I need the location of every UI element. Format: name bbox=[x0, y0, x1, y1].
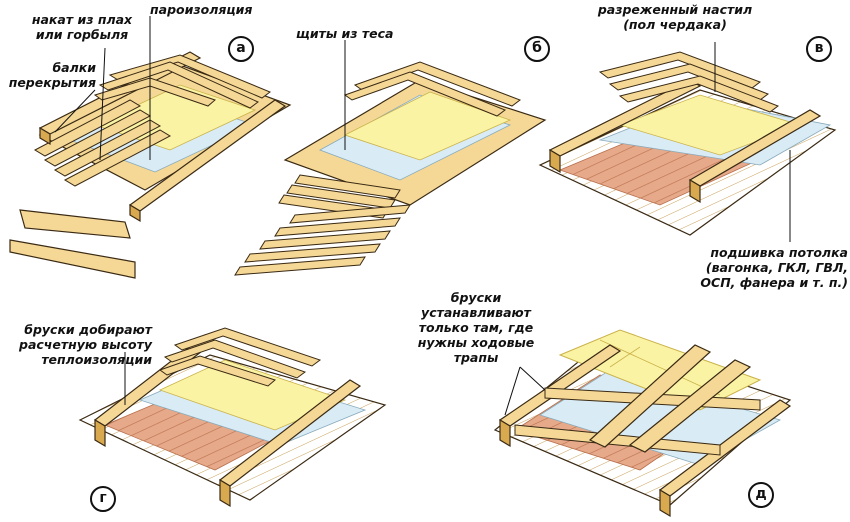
label-bars-g: бруски добирают расчетную высоту теплоиз… bbox=[2, 322, 152, 367]
label-sparse-deck-line1: разреженный настил bbox=[597, 2, 753, 17]
label-bars-g-line2: расчетную высоту bbox=[19, 337, 152, 352]
panel-g bbox=[78, 327, 387, 508]
label-beams-line2: перекрытия bbox=[8, 75, 96, 90]
panel-d-beams bbox=[498, 344, 792, 518]
label-bars-d-line2: устанавливают bbox=[421, 305, 531, 320]
panel-badge-v: в bbox=[806, 36, 832, 62]
label-bars-d-line1: бруски bbox=[450, 290, 502, 305]
panel-badge-d: д bbox=[748, 482, 774, 508]
label-bars-g-line3: теплоизоляции bbox=[41, 352, 152, 367]
label-beams-line1: балки bbox=[52, 60, 96, 75]
panel-d-walkway-boards bbox=[588, 344, 712, 448]
panel-b-loose-shield bbox=[234, 204, 411, 276]
label-vapor-barrier-text: пароизоляция bbox=[150, 2, 253, 17]
label-bars-g-line1: бруски добирают bbox=[24, 322, 152, 337]
panel-badge-a: а bbox=[228, 36, 254, 62]
panel-v-sparse-deck bbox=[598, 51, 780, 113]
label-bars-d-line3: только там, где bbox=[418, 320, 534, 335]
label-ceiling-hem-line1: подшивка потолка bbox=[710, 245, 848, 260]
label-bars-d-line4: нужны ходовые bbox=[417, 335, 535, 350]
label-vapor-barrier: пароизоляция bbox=[150, 2, 252, 17]
label-ceiling-hem-line3: ОСП, фанера и т. п.) bbox=[700, 275, 848, 290]
label-shields: щиты из теса bbox=[296, 26, 393, 41]
panel-b-insulation bbox=[343, 91, 512, 161]
label-ceiling-hem: подшивка потолка (вагонка, ГКЛ, ГВЛ, ОСП… bbox=[660, 245, 848, 290]
panel-v-beams bbox=[548, 79, 822, 204]
panel-b bbox=[234, 61, 547, 276]
label-shields-text: щиты из теса bbox=[296, 26, 394, 41]
label-ceiling-hem-line2: (вагонка, ГКЛ, ГВЛ, bbox=[705, 260, 848, 275]
panel-a bbox=[9, 51, 292, 279]
label-bars-d-line5: трапы bbox=[453, 350, 499, 365]
panel-a-planks bbox=[33, 99, 172, 187]
panel-badge-g: г bbox=[90, 486, 116, 512]
panel-d bbox=[493, 329, 792, 518]
label-nakat: накат из плах или горбыля bbox=[22, 12, 142, 42]
panel-b-top-boards bbox=[343, 61, 522, 117]
panel-g-top-boards bbox=[158, 327, 322, 387]
label-bars-d: бруски устанавливают только там, где нуж… bbox=[412, 290, 540, 365]
label-beams: балки перекрытия bbox=[0, 60, 96, 90]
label-sparse-deck: разреженный настил (пол чердака) bbox=[595, 2, 755, 32]
panel-d-walkway-boards-2 bbox=[628, 359, 752, 453]
label-sparse-deck-line2: (пол чердака) bbox=[623, 17, 727, 32]
panel-v bbox=[538, 51, 837, 236]
label-nakat-line2: или горбыля bbox=[35, 27, 129, 42]
leader-lines bbox=[54, 16, 791, 416]
panel-g-insulation bbox=[158, 359, 347, 431]
panel-badge-b: б bbox=[524, 36, 550, 62]
panel-a-loose-plank-2 bbox=[9, 239, 136, 279]
label-nakat-line1: накат из плах bbox=[31, 12, 133, 27]
panel-a-loose-plank-1 bbox=[19, 209, 131, 239]
